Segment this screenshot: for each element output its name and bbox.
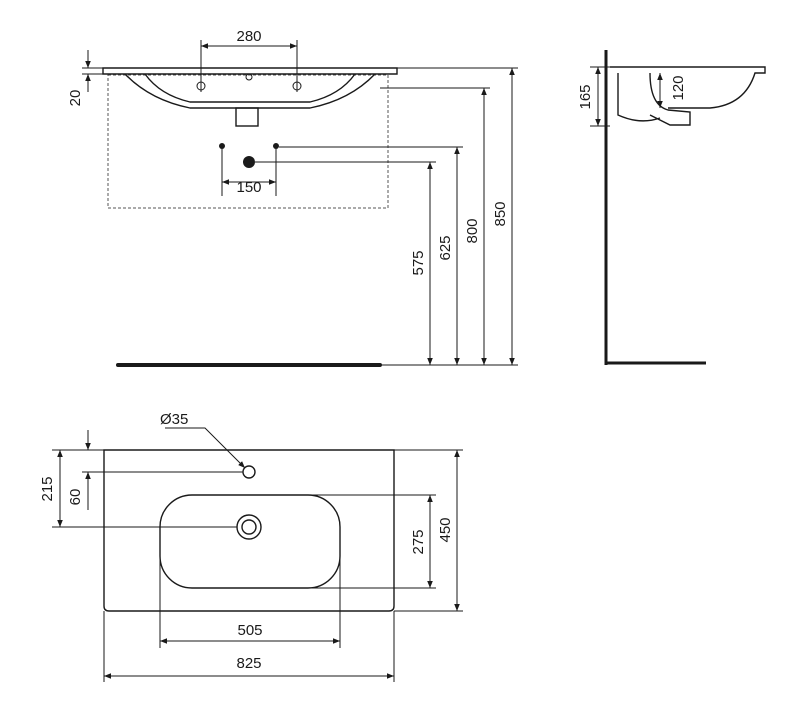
dim-waste-spacing: 150 <box>236 179 261 196</box>
dim-side-height: 165 <box>577 84 594 109</box>
center-tap-hole <box>245 73 253 81</box>
dim-height-rim: 850 <box>492 201 509 226</box>
basin-bowl-inner <box>144 73 356 103</box>
dim-tap-from-back: 60 <box>67 489 84 506</box>
dim-bowl-depth: 275 <box>410 529 427 554</box>
drain <box>236 514 262 540</box>
bowl-outline <box>159 494 341 589</box>
dim-bowl-width: 505 <box>237 622 262 639</box>
drain-inner <box>241 519 257 535</box>
basin-rim <box>102 67 398 75</box>
dim-drain-from-back: 215 <box>39 476 56 501</box>
dim-side-bowl-depth: 120 <box>670 75 687 100</box>
side-view: 165 120 <box>577 50 766 365</box>
dim-height-bowl: 800 <box>464 218 481 243</box>
basin-outline <box>103 449 395 612</box>
dim-height-supply: 625 <box>437 235 454 260</box>
front-view: 280 20 150 575 625 800 850 <box>67 28 518 367</box>
dim-tap-spacing: 280 <box>236 28 261 45</box>
dim-tap-hole-diameter: Ø35 <box>160 411 188 428</box>
dim-overall-depth: 450 <box>437 517 454 542</box>
waste-dot <box>243 156 255 168</box>
dim-rim-thickness: 20 <box>67 90 84 107</box>
dim-height-waste: 575 <box>410 250 427 275</box>
waste-outlet <box>235 107 259 127</box>
vanity-outline <box>107 74 389 209</box>
side-basin-profile <box>610 66 766 109</box>
plan-view: Ø35 215 60 275 450 505 825 <box>39 411 463 682</box>
side-basin-back <box>617 73 661 122</box>
dim-overall-width: 825 <box>236 655 261 672</box>
